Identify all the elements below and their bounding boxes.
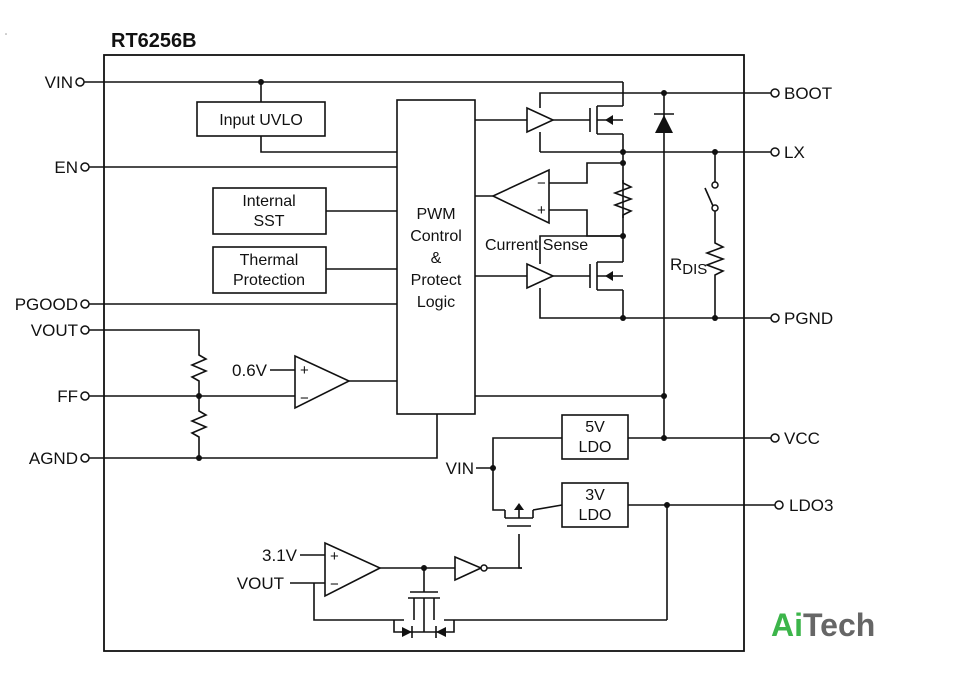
high-side-driver [526,106,555,134]
comp-plus: + [330,548,339,565]
input-uvlo-block [196,101,326,137]
pwm-label-2: Control [410,228,462,245]
sense-resistor [612,180,634,218]
pin-ff: FF [57,387,78,406]
pin-agnd: AGND [29,449,78,468]
ldo3-label-1: 3V [585,487,605,504]
vin-internal-label: VIN [446,459,474,478]
output-switch-mosfet [393,591,455,638]
ref-0v6-label: 0.6V [232,361,268,380]
sst-label-line2: SST [253,213,284,230]
rdis-resistor [704,240,726,284]
divider-resistor-bottom [189,408,209,440]
boot-diode [654,113,674,133]
junction-nodes [196,79,718,571]
vout-internal-label: VOUT [237,574,284,593]
error-amp-minus: − [300,390,309,407]
left-wires [84,81,623,459]
sst-label-line1: Internal [242,193,295,210]
left-pins: VIN EN PGOOD VOUT FF AGND [15,73,90,468]
cs-amp-plus: + [537,202,546,219]
power-stage-wires [475,82,775,439]
discharge-switch [704,181,719,212]
divider-resistor-top [189,352,209,385]
pin-ldo3: LDO3 [789,496,833,515]
ic-boundary [103,54,745,652]
pwm-control-block [396,99,476,415]
cs-amp-minus: − [537,175,546,192]
ldo-wires [290,437,775,621]
chip-title: RT6256B [111,30,197,52]
ldo5-label-2: LDO [579,439,612,456]
pin-pgood: PGOOD [15,295,78,314]
low-side-driver [526,262,555,290]
ldo-switch-mosfet [504,503,534,527]
pin-vin: VIN [45,73,73,92]
rdis-label: RDIS [670,255,707,278]
pin-vcc: VCC [784,429,820,448]
pwm-label-3: & [431,250,442,267]
thermal-label-line2: Protection [233,272,305,289]
ref-3v1-label: 3.1V [262,546,298,565]
ldo-3v-block [561,482,629,528]
pin-boot: BOOT [784,84,832,103]
inverter-bubble [480,564,488,572]
ldo-comparator [324,541,382,598]
current-sense-label: Current Sense [485,237,588,254]
input-uvlo-label: Input UVLO [219,112,303,129]
pwm-label-4: Protect [411,272,462,289]
thermal-label-line1: Thermal [240,252,299,269]
brand-logo: AiTech [771,607,875,643]
ldo-5v-block [561,414,629,460]
inverter [454,555,483,582]
pin-lx: LX [784,143,805,162]
internal-sst-block [212,187,327,235]
comp-minus: − [330,576,339,593]
pwm-label-1: PWM [416,206,455,223]
error-amplifier [294,354,351,410]
error-amp-plus: + [300,362,309,379]
current-sense-amplifier [491,168,550,225]
right-pins: BOOT LX PGND VCC LDO3 [770,84,833,515]
pin-vout: VOUT [31,321,78,340]
low-side-mosfet [589,261,623,291]
pwm-label-5: Logic [417,294,455,311]
ldo5-label-1: 5V [585,419,605,436]
ldo3-label-2: LDO [579,507,612,524]
stray-dot [5,33,7,35]
pin-pgnd: PGND [784,309,833,328]
pin-en: EN [54,158,78,177]
thermal-protection-block [212,246,327,294]
high-side-mosfet [589,105,623,135]
